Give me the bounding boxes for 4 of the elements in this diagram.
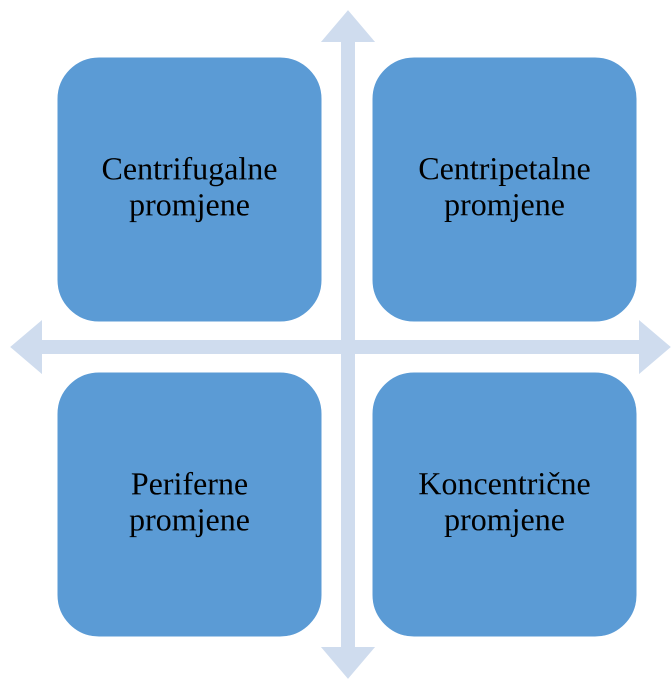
quadrant-box: Centrifugalne promjene	[56, 56, 322, 322]
quadrant-box: Periferne promjene	[56, 372, 322, 638]
quadrant-box: Centripetalne promjene	[372, 56, 638, 322]
quadrant-box: Koncentrične promjene	[372, 372, 638, 638]
